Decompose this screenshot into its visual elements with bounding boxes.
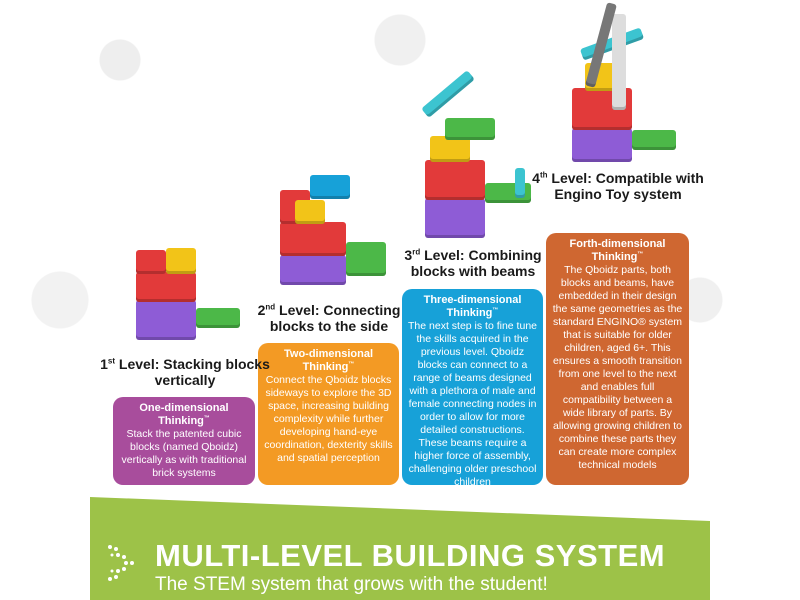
block [136,300,196,340]
four-dimensional-card: Forth-dimensional Thinking™ The Qboidz p… [546,233,689,485]
trademark: ™ [203,415,210,422]
block [632,130,676,150]
block [430,136,470,162]
ordinal-suffix: rd [412,247,421,257]
card-title-text: Two-dimensional Thinking [283,348,374,373]
banner-title: MULTI-LEVEL BUILDING SYSTEM [155,538,666,573]
level-number: 4 [532,170,540,186]
beam [612,14,626,110]
level-number: 1 [100,356,108,372]
two-dimensional-card: Two-dimensional Thinking™ Connect the Qb… [258,343,399,485]
level-label: Level: Connecting blocks to the side [269,302,401,334]
level-4-title: 4th Level: Compatible with Engino Toy sy… [528,170,708,202]
block [425,160,485,200]
block [280,255,346,285]
card-title-text: One-dimensional Thinking [139,402,229,427]
card-title-text: Three-dimensional Thinking [423,294,522,319]
card-text: The Qboidz parts, both blocks and beams,… [552,264,683,471]
block [572,128,632,162]
block [136,250,166,274]
trademark: ™ [637,251,644,258]
card-title-text: Forth-dimensional Thinking [569,238,666,263]
block [346,242,386,276]
card-title: Forth-dimensional Thinking™ [552,238,683,264]
beam [515,168,525,198]
level-number: 2 [257,302,266,318]
block [310,175,350,199]
level-2-title: 2nd Level: Connecting blocks to the side [243,302,415,334]
level-number: 3 [404,247,413,263]
card-text: Stack the patented cubic blocks (named Q… [121,428,247,479]
level-label: Level: Stacking blocks vertically [115,356,270,388]
ordinal-suffix: nd [265,302,276,312]
trademark: ™ [492,307,499,314]
card-title: One-dimensional Thinking™ [119,402,249,428]
card-title: Two-dimensional Thinking™ [264,348,393,374]
block [295,200,325,224]
block [280,222,346,256]
banner-subtitle: The STEM system that grows with the stud… [155,574,548,595]
level-3-title: 3rd Level: Combining blocks with beams [390,247,556,279]
ordinal-suffix: st [107,356,116,366]
card-text: Connect the Qboidz blocks sideways to ex… [264,374,393,464]
card-title: Three-dimensional Thinking™ [408,294,537,320]
block [425,198,485,238]
level-1-title: 1st Level: Stacking blocks vertically [100,356,270,388]
block [136,272,196,302]
one-dimensional-card: One-dimensional Thinking™ Stack the pate… [113,397,255,485]
trademark: ™ [348,361,355,368]
three-dimensional-card: Three-dimensional Thinking™ The next ste… [402,289,543,488]
dots-arrow-icon [108,545,134,581]
block [445,118,495,140]
ordinal-suffix: th [539,170,548,180]
card-text: The next step is to fine tune the skills… [408,320,537,488]
block [196,308,240,328]
level-label: Level: Compatible with Engino Toy system [547,170,704,202]
level-label: Level: Combining blocks with beams [410,247,542,279]
block [166,248,196,274]
